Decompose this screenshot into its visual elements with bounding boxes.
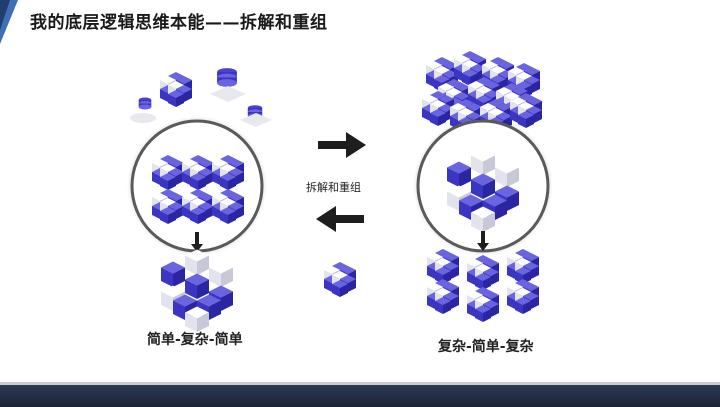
right-caption: 复杂-简单-复杂 <box>438 339 534 355</box>
middle-label: 拆解和重组 <box>306 181 361 194</box>
page-title: 我的底层逻辑思维本能——拆解和重组 <box>30 13 328 33</box>
right-bottom-clusters <box>427 249 539 322</box>
footer-bar <box>0 385 720 407</box>
footer-divider <box>0 382 720 385</box>
arrow-right-icon <box>318 132 366 158</box>
arrow-left-icon <box>316 206 364 232</box>
cube-cluster-icon <box>324 262 356 297</box>
database-icon <box>217 68 237 87</box>
left-top-icons <box>130 68 272 127</box>
left-caption: 简单-复杂-简单 <box>147 332 243 348</box>
cube-cluster-icon <box>160 72 192 107</box>
big-cube-icon <box>161 250 233 333</box>
corner-accent-dark <box>0 0 10 30</box>
database-icon <box>138 97 152 110</box>
